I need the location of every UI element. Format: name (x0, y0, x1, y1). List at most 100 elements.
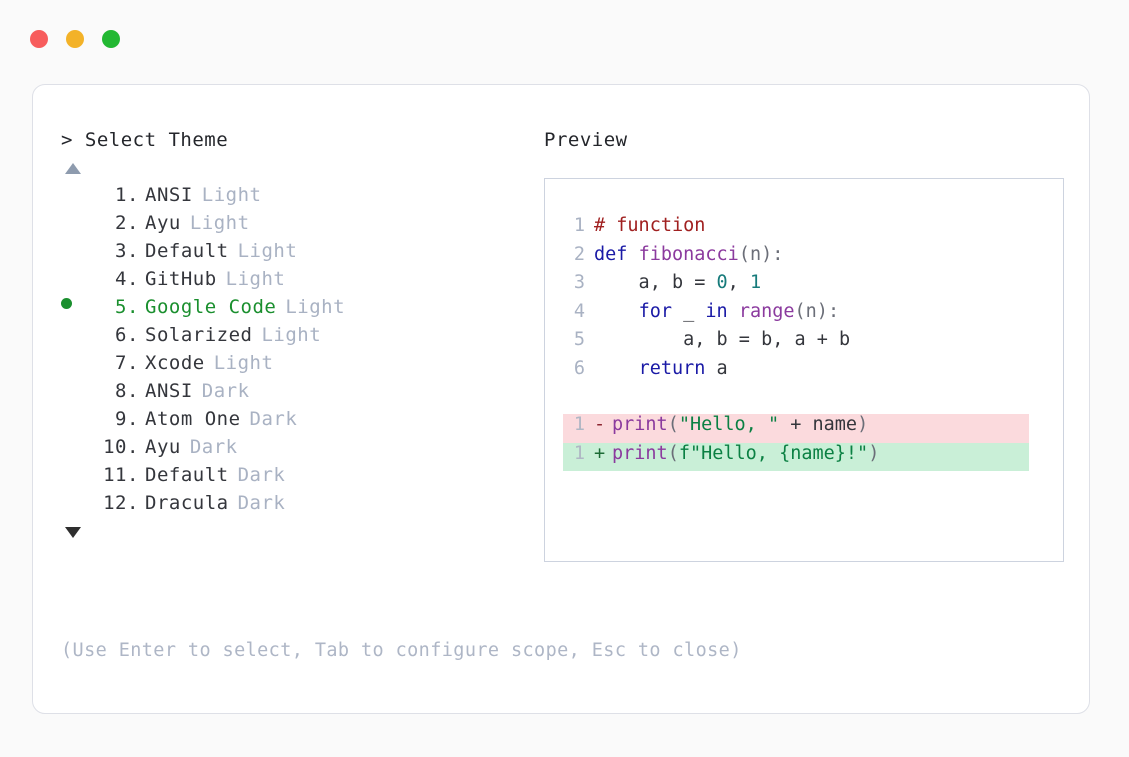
minimize-window-button[interactable] (66, 30, 84, 48)
theme-index-dot: . (127, 240, 139, 262)
scroll-up-icon[interactable] (65, 163, 81, 174)
theme-name: Ayu (145, 436, 181, 458)
code-token: for (638, 300, 672, 322)
theme-index-dot: . (127, 184, 139, 206)
theme-index: 12 (103, 492, 127, 514)
theme-index-dot: . (127, 296, 139, 318)
code-line-text: for _ in range(n): (585, 300, 840, 322)
code-token: a, b = (594, 272, 717, 293)
code-line-text: return a (585, 358, 728, 379)
theme-index-dot: . (127, 380, 139, 402)
theme-index-dot: . (127, 268, 139, 290)
line-number: 3 (573, 272, 585, 293)
code-line: 3 a, b = 0, 1 (563, 272, 1063, 301)
theme-variant: Light (213, 352, 274, 374)
theme-index: 8 (115, 380, 127, 402)
theme-index: 2 (115, 212, 127, 234)
diff-sign: + (594, 442, 606, 464)
code-token: def (594, 243, 639, 265)
theme-variant: Dark (249, 408, 298, 430)
diff-added-line: 1+print(f"Hello, {name}!") (563, 442, 1029, 471)
code-token: + name (779, 414, 858, 435)
code-token: ( (667, 442, 679, 464)
code-token: in (705, 300, 728, 322)
theme-index-dot: . (127, 464, 139, 486)
code-token: ( (667, 414, 679, 435)
preview-title: Preview (544, 129, 628, 151)
theme-index: 4 (115, 268, 127, 290)
code-token: _ (671, 300, 706, 322)
theme-index: 11 (103, 464, 127, 486)
theme-name: Google Code (145, 296, 277, 318)
window-traffic-lights (30, 30, 120, 48)
code-token: print (612, 442, 668, 464)
theme-index-dot: . (127, 492, 139, 514)
theme-variant: Light (237, 240, 298, 262)
close-window-button[interactable] (30, 30, 48, 48)
theme-index-dot: . (127, 436, 139, 458)
theme-index: 7 (115, 352, 127, 374)
line-number: 1 (573, 414, 585, 435)
code-token: (n): (794, 300, 840, 322)
theme-variant: Light (201, 184, 262, 206)
theme-name: Xcode (145, 352, 205, 374)
theme-name: Atom One (145, 408, 241, 430)
theme-variant: Light (189, 212, 250, 234)
code-token: ) (868, 442, 880, 464)
code-token: a, b = b, a + b (594, 329, 851, 350)
maximize-window-button[interactable] (102, 30, 120, 48)
theme-index-dot: . (127, 324, 139, 346)
theme-index: 5 (115, 296, 127, 318)
diff-removed-line: 1-print("Hello, " + name) (563, 414, 1029, 443)
code-token: range (738, 300, 795, 322)
theme-variant: Dark (189, 436, 238, 458)
code-token: print (612, 414, 668, 435)
scroll-down-icon[interactable] (65, 527, 81, 538)
theme-index: 3 (115, 240, 127, 262)
theme-variant: Dark (237, 492, 286, 514)
theme-index: 1 (115, 184, 127, 206)
theme-name: Default (145, 240, 229, 262)
theme-name: Dracula (145, 492, 229, 514)
selected-bullet-icon (61, 298, 72, 309)
theme-variant: Light (261, 324, 322, 346)
select-theme-prompt: > Select Theme (61, 129, 229, 151)
code-line-text: print("Hello, " + name) (603, 414, 868, 435)
code-token: (n): (738, 243, 784, 265)
theme-name: ANSI (145, 184, 193, 206)
theme-index: 9 (115, 408, 127, 430)
keyboard-hint-text: (Use Enter to select, Tab to configure s… (61, 640, 742, 661)
code-token: fibonacci (638, 243, 739, 265)
code-line: 1# function (563, 215, 1063, 244)
code-token: 0 (716, 272, 728, 293)
line-number: 2 (573, 243, 585, 265)
diff-sign: - (594, 414, 606, 435)
theme-list-item[interactable]: 12. Dracula Dark (61, 492, 531, 520)
code-line-text: def fibonacci(n): (585, 244, 783, 265)
theme-list-item[interactable]: 3. Default Light (61, 240, 531, 268)
theme-list-item[interactable]: 1. ANSI Light (61, 184, 531, 212)
line-number: 6 (573, 357, 585, 379)
theme-list-item[interactable]: 10. Ayu Dark (61, 436, 531, 464)
code-line-text: print(f"Hello, {name}!") (603, 443, 879, 464)
theme-name: GitHub (145, 268, 217, 290)
code-token: "Hello, " (678, 414, 780, 435)
code-line-text: a, b = b, a + b (585, 329, 850, 350)
code-token: ) (857, 414, 869, 435)
theme-index: 10 (103, 436, 127, 458)
